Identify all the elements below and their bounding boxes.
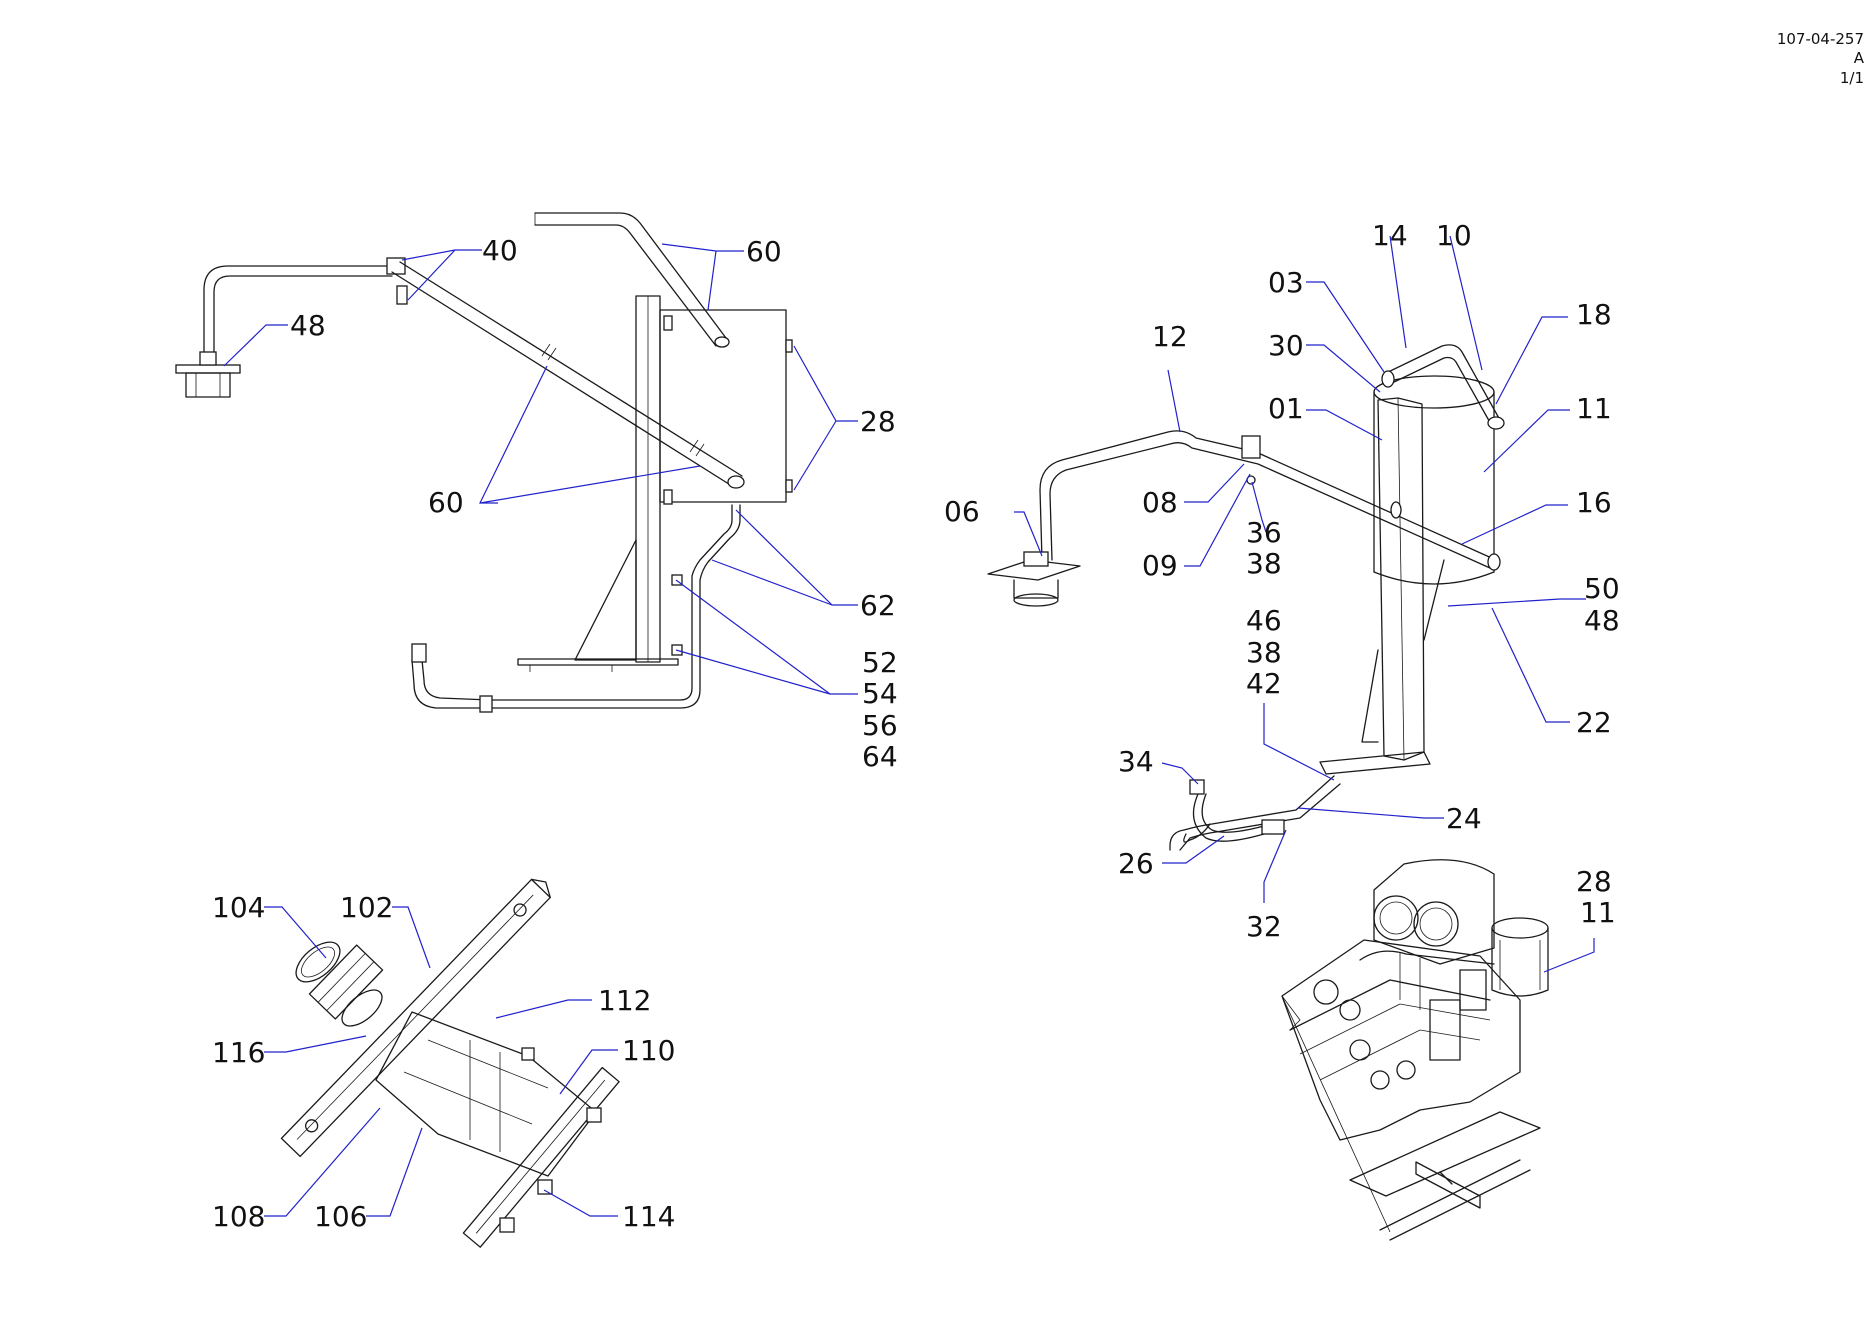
leaders-isometric (1014, 235, 1586, 903)
callouts-flange-detail: 104 102 112 110 116 108 106 114 (212, 891, 675, 1233)
callout-label: 38 (1246, 547, 1282, 580)
leaders-engine-detail (1543, 938, 1595, 973)
callout-label: 46 (1246, 604, 1282, 637)
callout-label: 102 (340, 891, 393, 924)
callout-label: 10 (1436, 219, 1472, 252)
sheet-number: 1/1 (1840, 69, 1864, 87)
callout-label: 18 (1576, 298, 1612, 331)
callout-label: 32 (1246, 910, 1282, 943)
callout-label: 104 (212, 891, 265, 924)
callout-label: 14 (1372, 219, 1408, 252)
callout-label: 11 (1576, 392, 1612, 425)
callout-label: 24 (1446, 802, 1482, 835)
leaders-side-elevation (223, 243, 858, 695)
callout-label: 60 (746, 235, 782, 268)
callout-label: 12 (1152, 320, 1188, 353)
callout-label: 38 (1246, 636, 1282, 669)
callout-label: 48 (290, 309, 326, 342)
callout-label: 28 (860, 405, 896, 438)
callout-label: 112 (598, 984, 651, 1017)
engine-installation-detail (1281, 859, 1549, 1241)
callout-label: 42 (1246, 667, 1282, 700)
callout-label: 60 (428, 486, 464, 519)
isometric-assembly-drawing (987, 344, 1505, 851)
callout-label: 108 (212, 1200, 265, 1233)
callouts-side-elevation: 40 48 60 60 28 62 52 54 56 64 (290, 234, 898, 773)
callouts-isometric: 14 10 03 18 30 12 01 11 08 36 38 16 06 0… (944, 219, 1620, 943)
callout-label: 114 (622, 1200, 675, 1233)
callout-label: 52 (862, 646, 898, 679)
callout-label: 116 (212, 1036, 265, 1069)
title-block: 107-04-257 A 1/1 (1777, 30, 1865, 87)
callout-label: 36 (1246, 516, 1282, 549)
callout-label: 01 (1268, 392, 1304, 425)
callouts-engine-detail: 28 11 (1576, 865, 1616, 929)
callout-label: 106 (314, 1200, 367, 1233)
callout-label: 08 (1142, 486, 1178, 519)
callout-label: 30 (1268, 329, 1304, 362)
callout-label: 54 (862, 677, 898, 710)
callout-label: 64 (862, 740, 898, 773)
revision-letter: A (1854, 49, 1865, 67)
callout-label: 22 (1576, 706, 1612, 739)
callout-label: 26 (1118, 847, 1154, 880)
callout-label: 11 (1580, 896, 1616, 929)
callout-label: 03 (1268, 266, 1304, 299)
callout-label: 48 (1584, 604, 1620, 637)
leaders-flange-detail (264, 906, 618, 1217)
callout-label: 16 (1576, 486, 1612, 519)
callout-label: 28 (1576, 865, 1612, 898)
callout-label: 62 (860, 589, 896, 622)
callout-label: 06 (944, 495, 980, 528)
callout-label: 56 (862, 709, 898, 742)
callout-label: 50 (1584, 572, 1620, 605)
callout-label: 09 (1142, 549, 1178, 582)
side-elevation-drawing (175, 212, 793, 713)
drawing-number: 107-04-257 (1777, 30, 1864, 48)
callout-label: 110 (622, 1034, 675, 1067)
callout-label: 34 (1118, 745, 1154, 778)
flange-assembly-detail (280, 878, 620, 1248)
callout-label: 40 (482, 234, 518, 267)
